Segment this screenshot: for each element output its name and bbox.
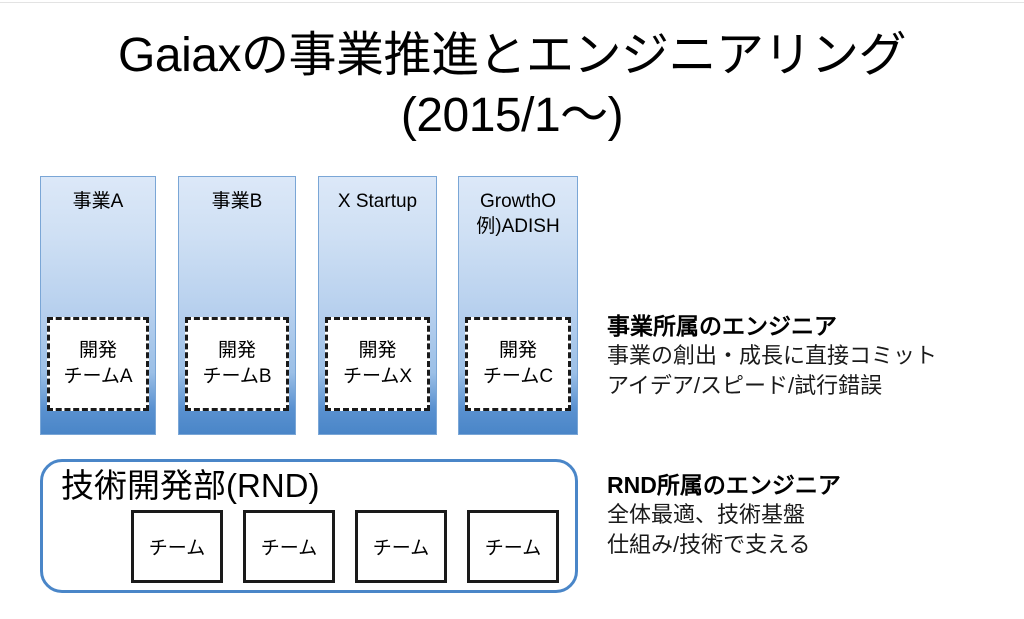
business-engineer-note-line-1: 事業の創出・成長に直接コミット	[607, 343, 938, 368]
dev-team-box-2[interactable]: 開発 チームB	[185, 317, 289, 411]
page-title: Gaiaxの事業推進とエンジニアリング (2015/1〜)	[118, 29, 906, 142]
business-unit-column-4[interactable]: GrowthO 例)ADISH 開発 チームC	[458, 176, 578, 435]
business-unit-label: 事業B	[211, 191, 263, 212]
rnd-team-box-1[interactable]: チーム	[131, 510, 223, 583]
business-unit-label: X Startup	[337, 191, 418, 212]
dev-team-box-1[interactable]: 開発 チームA	[47, 317, 149, 411]
business-unit-column-3[interactable]: X Startup 開発 チームX	[318, 176, 437, 435]
rnd-engineer-note: RND所属のエンジニア 全体最適、技術基盤 仕組み/技術で支える	[607, 470, 1017, 560]
business-unit-label: GrowthO 例)ADISH	[476, 191, 560, 237]
rnd-team-box-4[interactable]: チーム	[467, 510, 559, 583]
business-engineer-note-line-2: アイデア/スピード/試行錯誤	[607, 373, 883, 398]
rnd-team-label: チーム	[260, 538, 318, 559]
rnd-engineer-note-line-1: 全体最適、技術基盤	[607, 502, 806, 527]
business-engineer-note-heading: 事業所属のエンジニア	[607, 313, 837, 339]
rnd-engineer-note-line-2: 仕組み/技術で支える	[607, 532, 811, 557]
dev-team-label-line-2: チームB	[202, 366, 272, 387]
dev-team-label-line-2: チームC	[482, 366, 554, 387]
business-units-row: 事業A 開発 チームA 事業B 開発 チームB X Startup 開発 チーム…	[40, 176, 580, 435]
dev-team-box-3[interactable]: 開発 チームX	[325, 317, 430, 411]
dev-team-label-line-2: チームA	[63, 366, 133, 387]
business-engineer-note: 事業所属のエンジニア 事業の創出・成長に直接コミット アイデア/スピード/試行錯…	[607, 311, 1017, 401]
dev-team-label-line-1: 開発	[358, 340, 397, 361]
rnd-engineer-note-heading: RND所属のエンジニア	[607, 472, 841, 498]
slide-top-divider	[0, 2, 1024, 3]
dev-team-box-4[interactable]: 開発 チームC	[465, 317, 571, 411]
rnd-team-box-3[interactable]: チーム	[355, 510, 447, 583]
rnd-department-title: 技術開発部(RND)	[61, 467, 320, 504]
dev-team-label-line-1: 開発	[78, 340, 117, 361]
business-unit-label: 事業A	[72, 191, 124, 212]
rnd-team-label: チーム	[148, 538, 206, 559]
rnd-department-box[interactable]: 技術開発部(RND) チーム チーム チーム チーム	[40, 459, 578, 593]
dev-team-label-line-1: 開発	[498, 340, 537, 361]
rnd-team-label: チーム	[484, 538, 542, 559]
dev-team-label-line-1: 開発	[217, 340, 256, 361]
business-unit-column-1[interactable]: 事業A 開発 チームA	[40, 176, 156, 435]
dev-team-label-line-2: チームX	[342, 366, 413, 387]
business-unit-column-2[interactable]: 事業B 開発 チームB	[178, 176, 296, 435]
rnd-team-box-2[interactable]: チーム	[243, 510, 335, 583]
rnd-team-label: チーム	[372, 538, 430, 559]
